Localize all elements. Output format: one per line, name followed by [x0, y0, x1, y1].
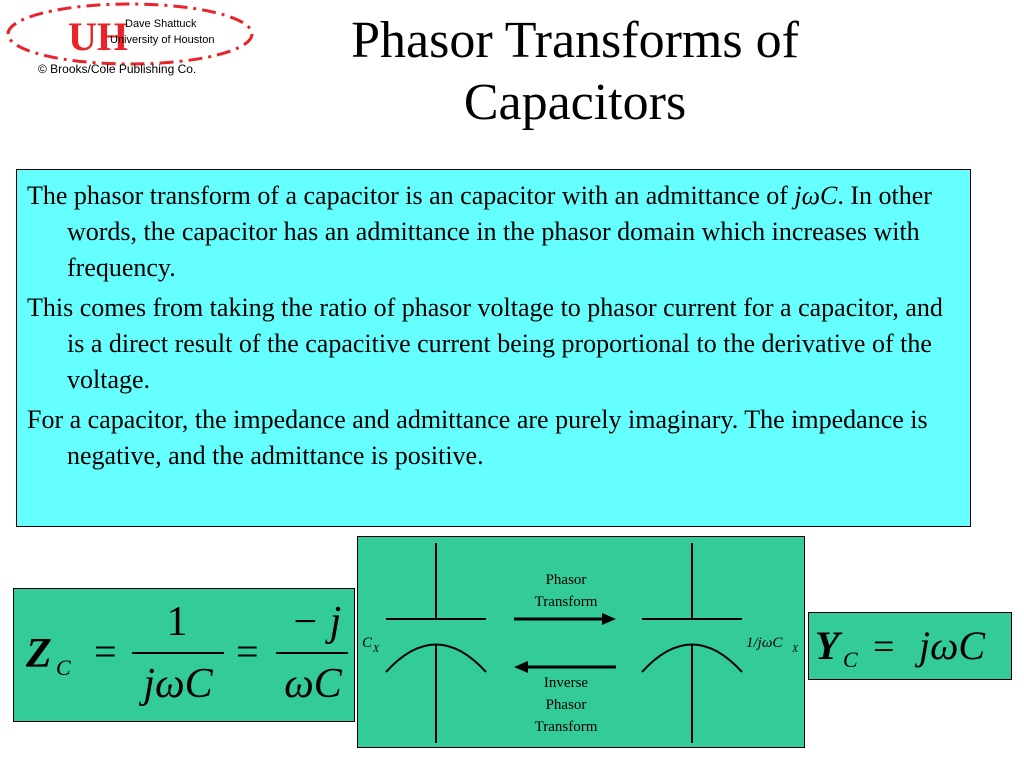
logo-letters: UH: [68, 14, 128, 59]
paragraph-origin: This comes from taking the ratio of phas…: [27, 293, 943, 394]
inverse-label-line-1: Inverse: [543, 675, 589, 691]
phasor-transform-diagram: C X 1/jωC X Phasor Transform Inverse Pha…: [357, 536, 805, 748]
left-capacitor-curved-plate: [385, 643, 487, 673]
right-capacitor-subscript: X: [791, 644, 799, 655]
admittance-symbol: jωC: [794, 181, 838, 210]
capacitor-diagram: C X 1/jωC X: [362, 543, 799, 743]
admittance-equation: Y C = jωC: [815, 623, 986, 672]
paragraph-admittance: The phasor transform of a capacitor is a…: [27, 178, 960, 286]
left-capacitor-subscript: X: [372, 644, 380, 655]
right-capacitor-curved-plate: [641, 643, 743, 673]
title-line-1: Phasor Transforms of: [351, 12, 799, 69]
forward-transform-label: Phasor Transform: [514, 569, 618, 613]
forward-arrow-head: [602, 613, 616, 625]
university-logo: UH Dave Shattuck University of Houston: [0, 0, 265, 80]
forward-label-line-1: Phasor: [545, 572, 587, 588]
admittance-equals-sign: =: [873, 626, 894, 668]
equals-sign-1: =: [94, 629, 117, 674]
paragraph-1-text-b: . In other words, the capacitor has an a…: [67, 181, 932, 282]
university-name: University of Houston: [110, 34, 215, 46]
author-name: Dave Shattuck: [125, 18, 197, 30]
title-line-2: Capacitors: [463, 74, 687, 131]
paragraph-1-text-a: The phasor transform of a capacitor is a…: [27, 181, 795, 210]
inverse-arrow-head: [514, 661, 528, 673]
right-capacitor-label: 1/jωC: [746, 635, 783, 651]
impedance-equation-box: Z C = 1 jωC = − j ωC: [13, 588, 355, 722]
inverse-label-line-3: Transform: [534, 719, 598, 735]
logo-graphic: UH: [6, 2, 254, 66]
impedance-equation: Z C = 1 jωC = − j ωC: [25, 599, 348, 707]
fraction-1-denominator: jωC: [138, 661, 213, 707]
inverse-transform-label: Inverse Phasor Transform: [514, 672, 618, 738]
admittance-lhs-symbol: Y: [815, 623, 843, 668]
fraction-2-denominator: ωC: [284, 661, 343, 707]
paragraph-imaginary: For a capacitor, the impedance and admit…: [27, 405, 928, 470]
impedance-subscript: C: [56, 655, 71, 680]
forward-label-line-2: Transform: [534, 594, 598, 610]
left-capacitor-label: C: [362, 635, 373, 651]
admittance-subscript: C: [843, 647, 858, 672]
equals-sign-2: =: [236, 629, 259, 674]
fraction-1-numerator: 1: [167, 599, 188, 645]
content-text-box: The phasor transform of a capacitor is a…: [16, 169, 971, 527]
page-title: Phasor Transforms of Capacitors: [270, 10, 880, 134]
impedance-symbol: Z: [25, 631, 52, 677]
fraction-2-numerator: − j: [291, 599, 342, 645]
inverse-label-line-2: Phasor: [545, 697, 587, 713]
admittance-rhs: jωC: [914, 623, 986, 668]
admittance-equation-box: Y C = jωC: [808, 612, 1012, 680]
copyright-notice: © Brooks/Cole Publishing Co.: [38, 62, 197, 76]
logo-dashed-ellipse: [6, 2, 254, 66]
